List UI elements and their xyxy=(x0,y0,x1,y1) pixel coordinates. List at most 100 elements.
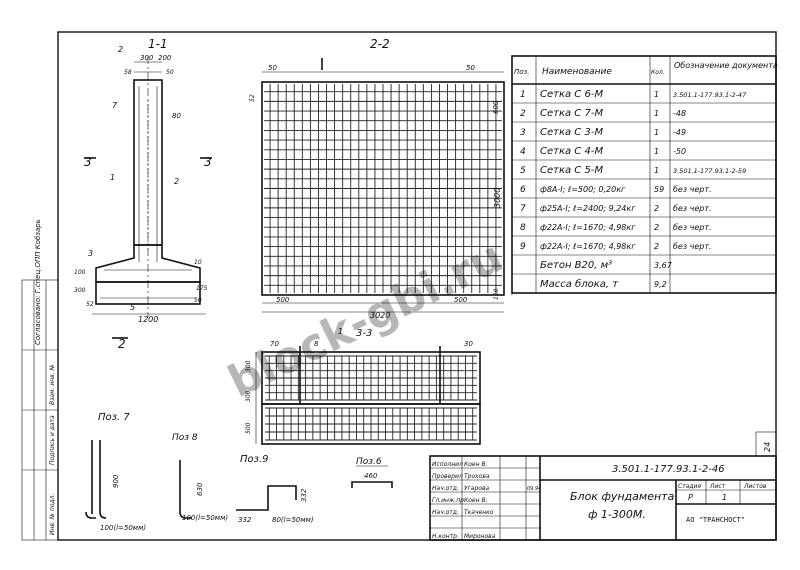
poz7-dim-0: 900 xyxy=(112,474,120,488)
section-2-2: 2-2 50 50 52 600 3000 500 500 3020 150 xyxy=(249,37,513,320)
section-3-3-mesh xyxy=(265,355,477,441)
section-1-1-dim-4: 50 xyxy=(166,69,174,76)
poz8-dim-0: 630 xyxy=(196,482,204,496)
section-1-1-dim-15: 52 xyxy=(86,301,94,308)
section-1-1-dim-17: 1200 xyxy=(138,315,158,324)
title-name-2: Угарова xyxy=(464,485,490,492)
title-item-2: ф 1-300М. xyxy=(588,508,646,521)
spec-row-8-name: ф22А-I; ℓ=1670; 4,98кг xyxy=(540,242,636,251)
title-stage-label: Стадия xyxy=(678,483,701,490)
side-stamp-label-2: Подпись и дата xyxy=(49,415,56,465)
title-page-no: 24 xyxy=(763,442,772,452)
spec-row-1-pos: 2 xyxy=(520,109,526,119)
section-2-2-dim-7: 3020 xyxy=(370,311,390,320)
title-name-4: Ткаченко xyxy=(464,509,494,516)
spec-row-4-pos: 5 xyxy=(520,166,526,176)
section-2-2-dim-1: 50 xyxy=(466,64,475,72)
spec-row-7-name: ф22А-I; ℓ=1670; 4,98кг xyxy=(540,223,636,232)
watermark: block-gbi.ru xyxy=(220,231,510,408)
section-1-1-dim-16: 5 xyxy=(130,303,135,312)
spec-row-9-qty: 3,67 xyxy=(654,261,673,270)
spec-row-7-doc: без черт. xyxy=(673,223,712,232)
title-role-6: Н.контр. xyxy=(432,533,459,540)
poz7-label: Поз. 7 xyxy=(98,412,130,423)
title-name-3: Коен В. xyxy=(464,497,488,504)
spec-row-10-qty: 9,2 xyxy=(654,280,667,289)
spec-row-3-pos: 4 xyxy=(520,147,526,157)
section-3-3-dim-1: 8 xyxy=(314,340,319,348)
section-2-2-dim-0: 50 xyxy=(268,64,277,72)
section-1-1-dim-7: 1 xyxy=(110,173,115,182)
section-2-2-dim-5: 500 xyxy=(276,296,290,304)
section-2-2-dim-4: 3000 xyxy=(493,188,502,208)
poz9-label: Поз.9 xyxy=(240,454,269,465)
spec-row-2-pos: 3 xyxy=(520,128,526,138)
section-2-2-dim-8: 150 xyxy=(493,288,500,300)
section-1-1-dim-9: 3 xyxy=(84,155,92,169)
spec-header-name: Наименование xyxy=(542,67,612,77)
side-stamp-writing: Согласовано: Г.спец.ОПП Кобзарь xyxy=(34,219,42,345)
spec-row-8-qty: 2 xyxy=(654,242,659,251)
title-block: 3.501.1-177.93.1-2-46 Исполнил Проверил … xyxy=(429,431,777,541)
side-stamp-label-3: Взам. инв. № xyxy=(49,364,56,405)
title-item-1: Блок фундамента xyxy=(570,490,675,503)
spec-header-pos: Поз. xyxy=(514,68,530,76)
section-1-1-dim-3: 58 xyxy=(124,69,132,76)
poz8-label: Поз 8 xyxy=(172,433,198,443)
spec-header-doc: Обозначение документа xyxy=(674,61,778,70)
section-1-1-dim-13: 100 xyxy=(74,269,86,276)
title-name-1: Трохова xyxy=(464,473,490,480)
poz6-label: Поз.6 xyxy=(356,457,382,467)
section-1-1-dim-1: 300 xyxy=(140,54,154,62)
spec-row-8-doc: без черт. xyxy=(673,242,712,251)
section-1-1-dim-19: 175 xyxy=(196,285,208,292)
poz8-detail: Поз 8 630 100(l=50мм) xyxy=(172,433,228,522)
spec-row-6-pos: 7 xyxy=(520,204,526,214)
spec-row-5-pos: 6 xyxy=(520,185,526,195)
poz8-dim-1: 100(l=50мм) xyxy=(182,514,228,522)
poz9-dim-0: 332 xyxy=(238,516,252,524)
section-3-3-dim-0: 70 xyxy=(270,340,279,348)
title-sheets-label: Листов xyxy=(743,483,767,490)
spec-row-6-doc: без черт. xyxy=(673,204,712,213)
spec-row-1-name: Сетка С 7-М xyxy=(540,108,603,119)
mesh-outline xyxy=(261,81,505,296)
spec-row-6-name: ф25А-I; ℓ=2400; 9,24кг xyxy=(540,204,636,213)
section-1-1-dim-20: 50 xyxy=(194,297,202,304)
title-sheet-label: Лист xyxy=(709,483,726,490)
poz6-detail: Поз.6 460 xyxy=(351,457,393,488)
spec-row-2-qty: 1 xyxy=(654,128,659,137)
section-1-1: 1-1 2 300 200 58 50 7 80 1 2 3 3 3 10 10… xyxy=(74,37,212,351)
section-1-1-dim-12: 10 xyxy=(194,259,202,266)
spec-row-3-doc: -50 xyxy=(673,147,686,156)
title-role-3: Гл.инж.пр. xyxy=(432,497,466,504)
poz7-dim-1: 100(l=50мм) xyxy=(100,524,146,532)
section-1-1-dim-18: 2 xyxy=(118,337,126,351)
side-stamp-label-1: Инв. № подл. xyxy=(49,494,56,535)
section-3-3-dim-4: 300 xyxy=(245,360,252,372)
spec-row-6-qty: 2 xyxy=(654,204,659,213)
section-3-3-dim-2: 30 xyxy=(464,340,473,348)
spec-row-8-pos: 9 xyxy=(520,242,526,252)
section-2-2-title: 2-2 xyxy=(370,37,390,51)
title-role-1: Проверил xyxy=(432,473,463,480)
spec-row-3-qty: 1 xyxy=(654,147,659,156)
title-name-6: Миронова xyxy=(464,533,496,540)
section-2-2-dim-2: 52 xyxy=(249,94,256,102)
title-code: 3.501.1-177.93.1-2-46 xyxy=(612,464,725,475)
spec-row-0-doc: 3.501.1-177.93.1-2-47 xyxy=(673,91,747,99)
spec-row-5-name: ф8А-I; ℓ=500; 0,20кг xyxy=(540,185,626,194)
spec-row-4-name: Сетка С 5-М xyxy=(540,165,603,176)
side-stamp: Согласовано: Г.спец.ОПП Кобзарь Инв. № п… xyxy=(21,219,59,541)
title-org: АО "ТРАНСНОСТ" xyxy=(686,516,745,524)
section-3-3: 3-3 70 8 30 1 300 300 500 xyxy=(245,327,481,445)
title-stage: Р xyxy=(688,493,693,502)
spec-row-4-doc: 3.501.1-177.93.1-2-59 xyxy=(673,167,746,175)
section-3-3-title: 3-3 xyxy=(356,328,372,339)
poz6-dim-0: 460 xyxy=(364,472,378,480)
title-name-0: Коен В. xyxy=(464,461,488,468)
spec-row-0-pos: 1 xyxy=(520,90,526,100)
spec-row-5-doc: без черт. xyxy=(673,185,712,194)
spec-row-1-doc: -48 xyxy=(673,109,686,118)
